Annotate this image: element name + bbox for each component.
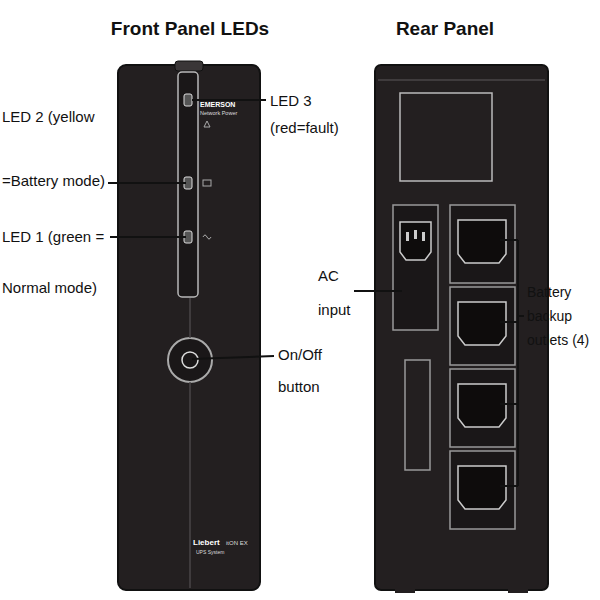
rear-ledge bbox=[378, 79, 545, 81]
ac-icon bbox=[203, 235, 211, 239]
leader-line bbox=[500, 485, 518, 487]
pin bbox=[414, 230, 417, 239]
power-button bbox=[168, 338, 212, 382]
brand-logo: Network Power bbox=[200, 110, 260, 117]
callout-label: LED 3 (red=fault) bbox=[270, 87, 352, 141]
callout-label: LED 1 (green = Normal mode) bbox=[2, 211, 114, 313]
callout-label: Battery backup outlets (4) bbox=[527, 280, 595, 352]
callout-label: On/Off button bbox=[278, 339, 350, 403]
leader-line bbox=[517, 240, 519, 486]
top-cap bbox=[175, 61, 203, 71]
foot bbox=[508, 588, 528, 593]
rear-vent bbox=[400, 93, 492, 181]
leader-line bbox=[518, 315, 524, 317]
outlet-socket bbox=[458, 302, 506, 345]
leader-line bbox=[108, 182, 186, 184]
callout-label: AC input bbox=[318, 259, 360, 327]
brand-logo: EMERSON bbox=[200, 100, 260, 109]
leader-line bbox=[192, 99, 266, 101]
leader-line bbox=[192, 356, 274, 359]
outlet-frame bbox=[450, 451, 515, 529]
ac-inlet-socket bbox=[400, 222, 431, 260]
led-strip bbox=[178, 72, 198, 297]
outlet-frame bbox=[450, 287, 515, 365]
front-seam bbox=[189, 382, 191, 588]
front-seam bbox=[189, 298, 191, 338]
leader-line bbox=[110, 236, 186, 238]
panel-heading: Front Panel LEDs bbox=[80, 16, 300, 42]
callout-label: LED 2 (yellow =Battery mode) bbox=[2, 85, 114, 213]
rear-slot bbox=[405, 360, 430, 470]
leader-line bbox=[500, 239, 518, 241]
foot bbox=[395, 588, 415, 593]
battery-icon bbox=[203, 180, 211, 186]
outlet-frame bbox=[450, 205, 515, 283]
power-button-center bbox=[182, 352, 198, 368]
leader-lines bbox=[108, 100, 524, 486]
outlet-socket bbox=[458, 384, 506, 427]
leader-line bbox=[500, 403, 518, 405]
model-name: UPS System bbox=[196, 549, 246, 556]
outlet-socket bbox=[458, 466, 506, 509]
leader-line bbox=[500, 321, 518, 323]
outlet-socket bbox=[458, 220, 506, 263]
leader-line bbox=[354, 290, 402, 292]
outlet-frame bbox=[450, 369, 515, 447]
panel-heading: Rear Panel bbox=[350, 16, 540, 42]
pin bbox=[406, 232, 409, 241]
pin bbox=[422, 232, 425, 241]
outlets bbox=[450, 205, 515, 529]
front-housing bbox=[118, 65, 260, 590]
model-name: itON EX bbox=[226, 539, 258, 548]
ac-inlet-panel bbox=[393, 205, 438, 330]
rear-housing bbox=[375, 65, 548, 590]
fault-icon bbox=[204, 121, 210, 127]
led-3 bbox=[184, 94, 192, 106]
